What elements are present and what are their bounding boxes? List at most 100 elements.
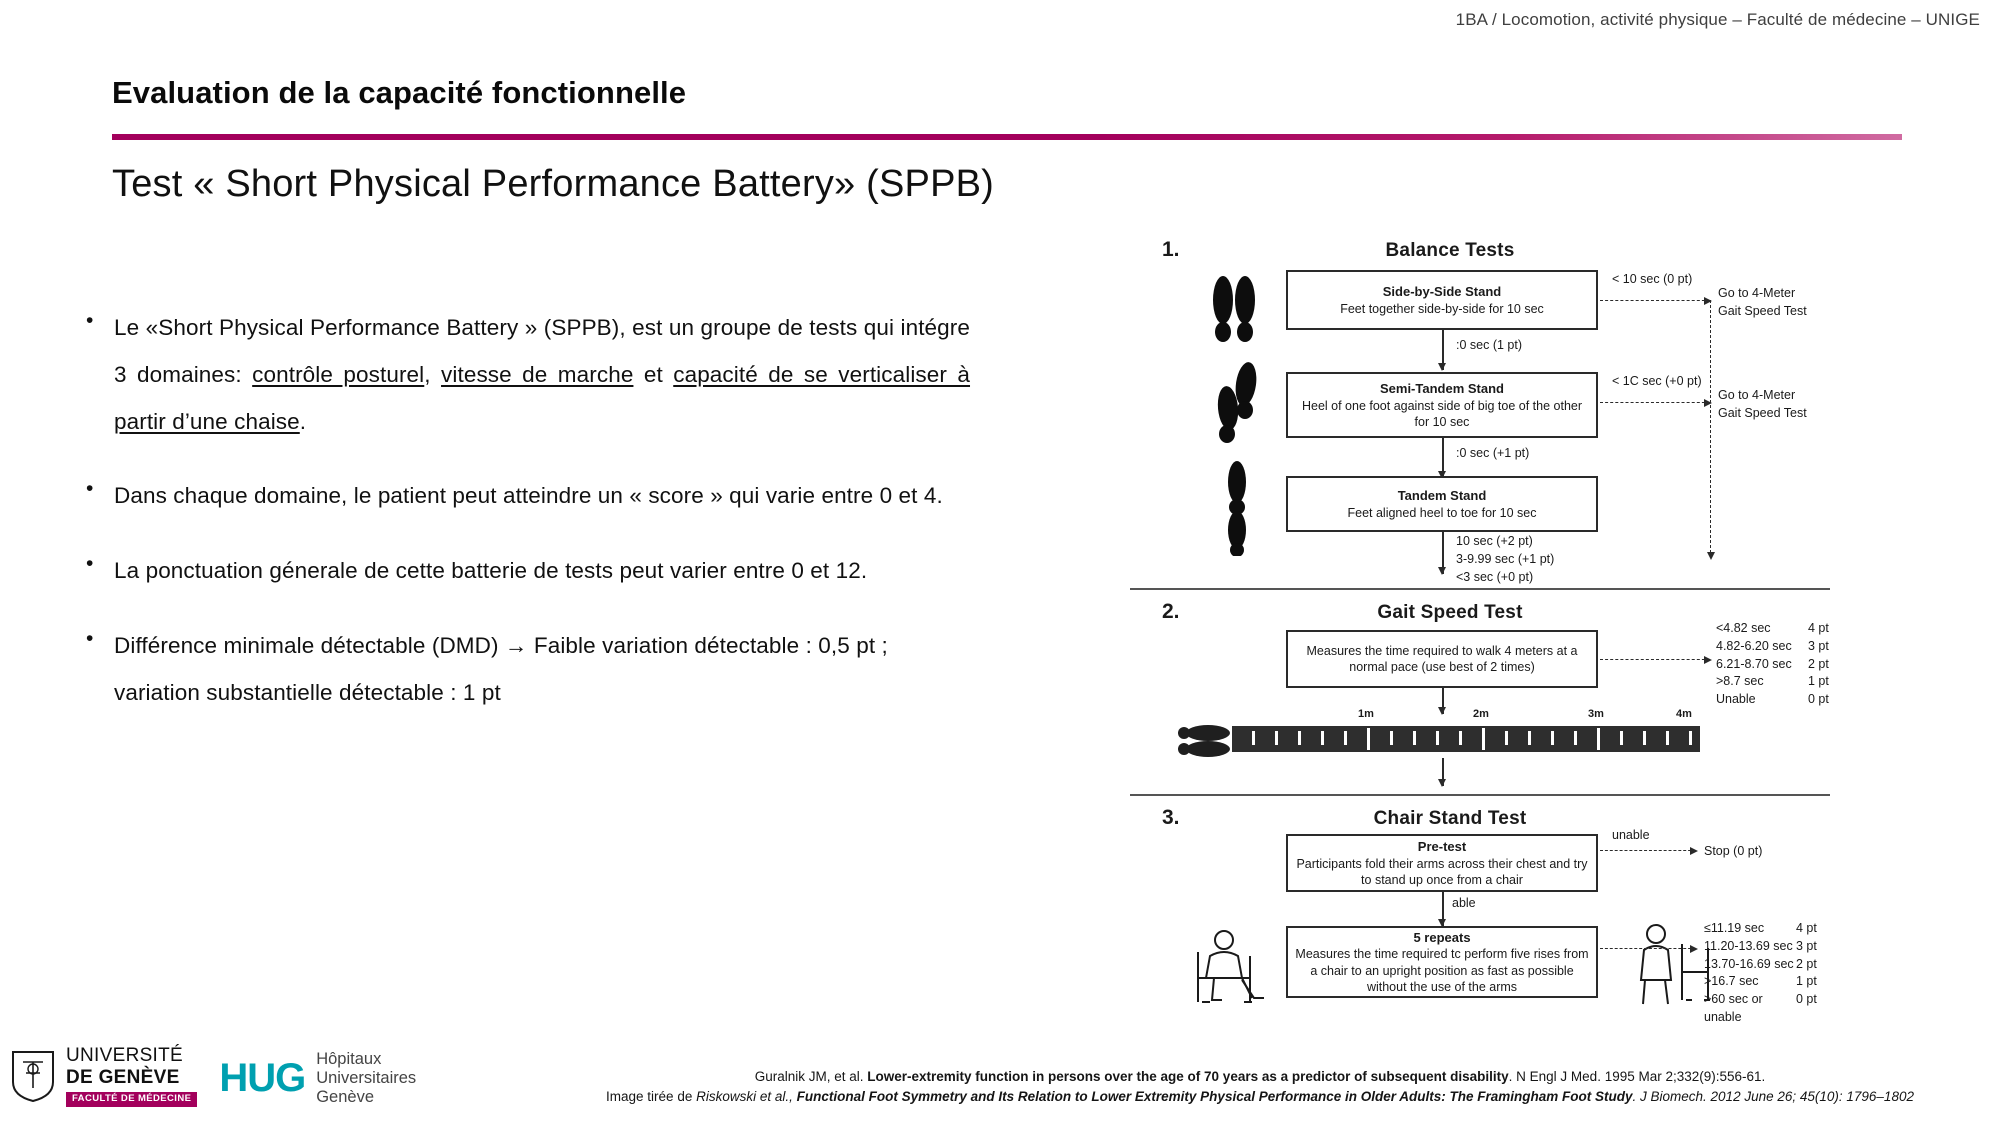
- chair-exit-target: Stop (0 pt): [1704, 844, 1763, 858]
- table-row: >16.7 sec 1 pt: [1704, 973, 1836, 991]
- score-points: 4 pt: [1808, 621, 1829, 635]
- box-desc: Feet together side-by-side for 10 sec: [1340, 301, 1544, 316]
- score-condition: 11.20-13.69 sec: [1704, 938, 1793, 953]
- table-row: >8.7 sec 1 pt: [1716, 673, 1848, 691]
- citation-line-2: Image tirée de Riskowski et al., Functio…: [540, 1087, 1980, 1107]
- box-chair-5-repeats: 5 repeats Measures the time required tc …: [1286, 926, 1598, 998]
- section-divider-1: [1130, 588, 1830, 590]
- citation-line-1: Guralnik JM, et al. Lower-extremity func…: [540, 1067, 1980, 1087]
- unige-faculty-badge: FACULTÉ DE MÉDECINE: [66, 1091, 198, 1107]
- hug-wordmark: HUG: [219, 1056, 306, 1101]
- page-subtitle: Test « Short Physical Performance Batter…: [112, 163, 995, 205]
- table-row: 13.70-16.69 sec 2 pt: [1704, 956, 1836, 974]
- section-3-title: Chair Stand Test: [1373, 808, 1527, 829]
- score-condition: >8.7 sec: [1716, 674, 1764, 689]
- score-points: 2 pt: [1808, 656, 1829, 671]
- score-points: 3 pt: [1796, 938, 1817, 953]
- section-divider-2: [1130, 794, 1830, 796]
- flow-arrow-gait: [1439, 688, 1446, 715]
- box-chair-pretest: Pre-test Participants fold their arms ac…: [1286, 834, 1598, 892]
- score-condition: >60 sec or unable: [1704, 992, 1763, 1024]
- score-points: 3 pt: [1808, 638, 1829, 653]
- chair-exit-dash: [1600, 846, 1698, 855]
- score-points: 0 pt: [1796, 992, 1817, 1006]
- unige-logo: UNIVERSITÉ DE GENÈVE FACULTÉ DE MÉDECINE: [10, 1045, 198, 1107]
- score-points: 4 pt: [1796, 921, 1817, 935]
- section-2-title: Gait Speed Test: [1377, 602, 1523, 623]
- image-credit-prefix: Image tirée de: [606, 1088, 697, 1104]
- footprints-walking-icon: [1178, 725, 1230, 757]
- bullet-text-1: Le «Short Physical Performance Battery »…: [114, 305, 970, 445]
- score-points: 2 pt: [1796, 956, 1817, 971]
- box-desc: Participants fold their arms across thei…: [1296, 856, 1588, 887]
- image-credit-title: Functional Foot Symmetry and Its Relatio…: [792, 1088, 1633, 1104]
- flow-arrow-to-chair: [1439, 758, 1446, 787]
- citation-authors: Guralnik JM, et al.: [754, 1068, 868, 1084]
- unige-line2: DE GENÈVE: [66, 1066, 180, 1088]
- flow-note-2: :0 sec (+1 pt): [1456, 446, 1530, 460]
- page-title: Evaluation de la capacité fonctionnelle: [112, 75, 687, 110]
- flow-arrow-2: [1439, 438, 1446, 479]
- score-points: 0 pt: [1808, 692, 1829, 706]
- section-3-number: 3.: [1162, 806, 1180, 829]
- unige-shield-icon: [12, 1051, 54, 1103]
- score-condition: 13.70-16.69 sec: [1704, 956, 1794, 971]
- bullet-marker: •: [86, 552, 94, 576]
- citation-footer: Guralnik JM, et al. Lower-extremity func…: [540, 1067, 1980, 1108]
- bullet-part-underlined: contrôle posturel: [252, 361, 425, 387]
- bullet-marker: •: [86, 309, 94, 332]
- section-1-title: Balance Tests: [1385, 240, 1515, 261]
- bullet-part: et: [633, 361, 674, 387]
- box-desc: Feet aligned heel to toe for 10 sec: [1347, 505, 1537, 520]
- exit-target-2: Go to 4-Meter Gait Speed Test: [1718, 388, 1807, 421]
- exit-target-1: Go to 4-Meter Gait Speed Test: [1718, 286, 1807, 319]
- table-row: 6.21-8.70 sec 2 pt: [1716, 656, 1848, 674]
- exit-dash-1: [1600, 296, 1712, 305]
- footprints-semi-tandem-icon: [1217, 362, 1257, 443]
- gait-score-dash: [1600, 655, 1712, 664]
- table-row: 4.82-6.20 sec 3 pt: [1716, 638, 1848, 656]
- box-title: Semi-Tandem Stand: [1379, 380, 1504, 396]
- bullet-list: • Le «Short Physical Performance Battery…: [80, 305, 970, 745]
- bypass-rail-dash: [1706, 300, 1715, 560]
- hug-line3: Genève: [316, 1087, 375, 1106]
- flow-note-1: :0 sec (1 pt): [1456, 338, 1522, 352]
- title-divider: [112, 134, 1902, 140]
- section-2-number: 2.: [1162, 600, 1180, 623]
- gait-ruler: [1232, 726, 1700, 752]
- bullet-text-4: Différence minimale détectable (DMD) → F…: [114, 632, 888, 705]
- box-desc: Heel of one foot against side of big toe…: [1301, 398, 1583, 429]
- box-desc: Measures the time required to walk 4 met…: [1306, 643, 1578, 674]
- table-row: ≤11.19 sec 4 pt: [1704, 920, 1836, 938]
- box-title: Side-by-Side Stand: [1382, 284, 1502, 300]
- box-side-by-side-stand: Side-by-Side Stand Feet together side-by…: [1286, 270, 1598, 330]
- ruler-label-3m: 3m: [1588, 708, 1604, 720]
- bullet-marker: •: [86, 477, 94, 501]
- score-condition: ≤11.19 sec: [1704, 921, 1765, 935]
- box-desc: Measures the time required tc perform fi…: [1295, 947, 1589, 994]
- table-row: 11.20-13.69 sec 3 pt: [1704, 938, 1836, 956]
- bullet-part: .: [299, 408, 307, 434]
- list-item: • La ponctuation génerale de cette batte…: [80, 548, 970, 595]
- citation-title: Lower-extremity function in persons over…: [867, 1068, 1509, 1084]
- logo-bar: UNIVERSITÉ DE GENÈVE FACULTÉ DE MÉDECINE…: [10, 1045, 416, 1107]
- bullet-marker: •: [86, 626, 94, 650]
- chair-score-dash: [1600, 944, 1698, 953]
- score-condition: Unable: [1716, 692, 1756, 706]
- person-standing-chair-icon: [1639, 924, 1710, 1005]
- score-points: 1 pt: [1808, 674, 1829, 689]
- gait-score-table: <4.82 sec 4 pt 4.82-6.20 sec 3 pt 6.21-8…: [1716, 620, 1848, 709]
- table-row: >60 sec or unable 0 pt: [1704, 991, 1836, 1027]
- list-item: • Dans chaque domaine, le patient peut a…: [80, 473, 970, 520]
- exit-note-2: < 1C sec (+0 pt): [1612, 374, 1702, 388]
- bullet-part: Le «Short Physical Performance Battery »…: [114, 315, 970, 387]
- image-credit-authors: Riskowski et al.,: [696, 1088, 793, 1104]
- score-condition: 4.82-6.20 sec: [1716, 638, 1792, 653]
- flow-arrow-3: [1439, 532, 1446, 575]
- list-item: • Différence minimale détectable (DMD) →…: [80, 623, 970, 717]
- footprints-side-by-side-icon: [1213, 276, 1255, 342]
- chair-score-table: ≤11.19 sec 4 pt 11.20-13.69 sec 3 pt 13.…: [1704, 920, 1836, 1027]
- score-condition: 6.21-8.70 sec: [1716, 656, 1792, 671]
- unige-line1: UNIVERSITÉ: [66, 1045, 184, 1067]
